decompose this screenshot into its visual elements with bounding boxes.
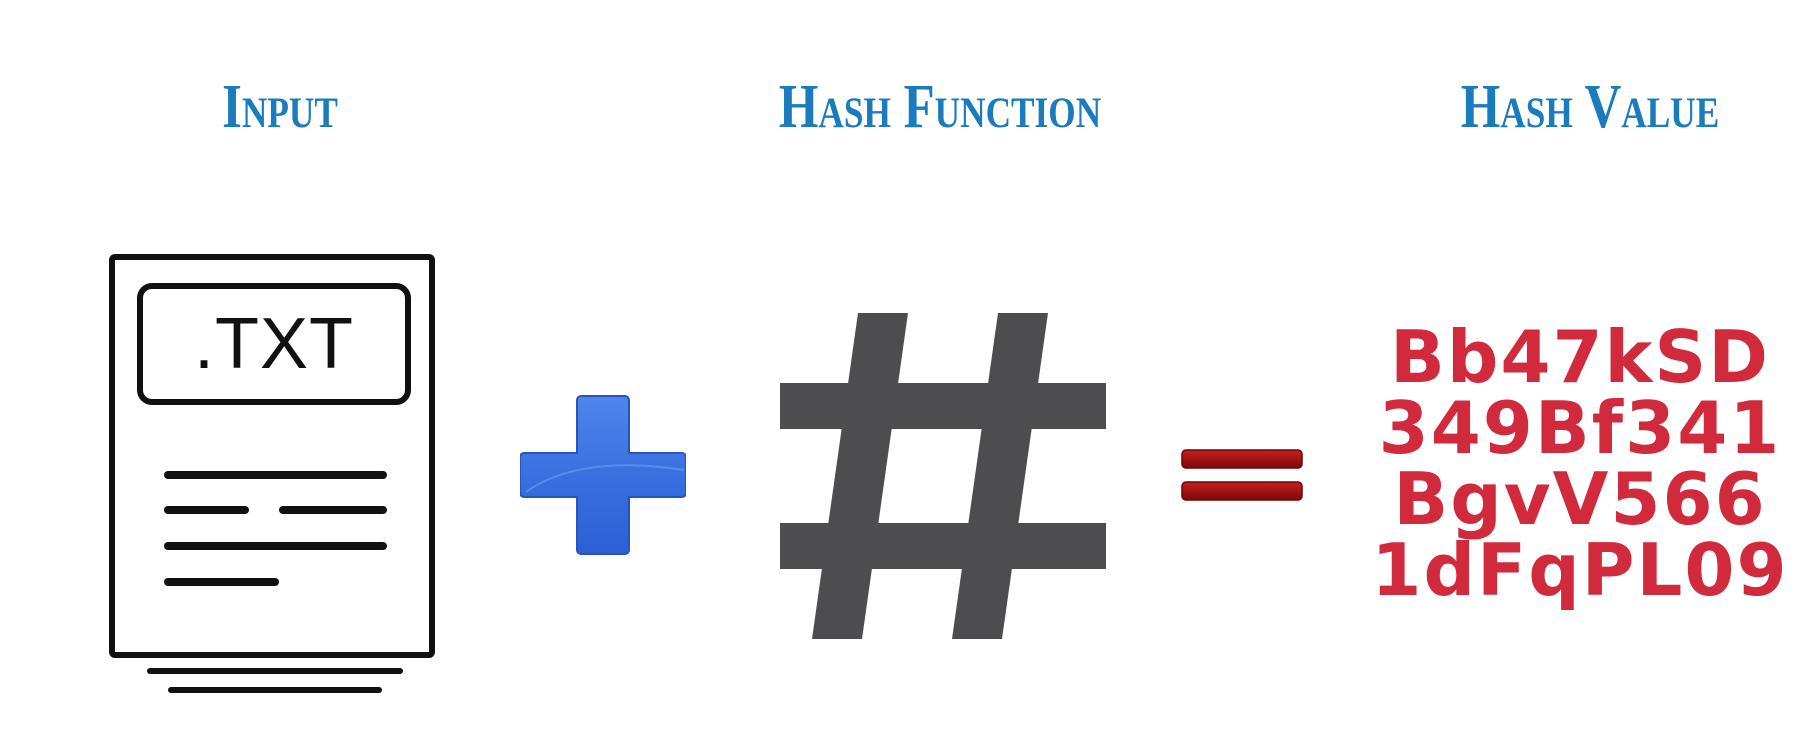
heading-hash-value: Hash Value	[1460, 73, 1720, 141]
document-label-box	[137, 283, 411, 405]
hash-sign-icon	[780, 313, 1106, 639]
equals-icon	[1181, 449, 1303, 501]
hash-value-output: Bb47kSD 349Bf341 BgvV566 1dFqPL09	[1370, 315, 1790, 612]
text-document-icon	[109, 254, 435, 693]
hash-value-line: BgvV566	[1393, 457, 1767, 541]
plus-icon	[520, 395, 686, 555]
file-type-label: .TXT	[194, 304, 354, 384]
heading-hash-function: Hash Function	[778, 73, 1102, 141]
hash-value-line: 1dFqPL09	[1371, 528, 1789, 612]
hash-value-line: Bb47kSD	[1389, 315, 1771, 399]
hash-value-line: 349Bf341	[1378, 386, 1782, 470]
heading-input: Input	[222, 73, 338, 141]
